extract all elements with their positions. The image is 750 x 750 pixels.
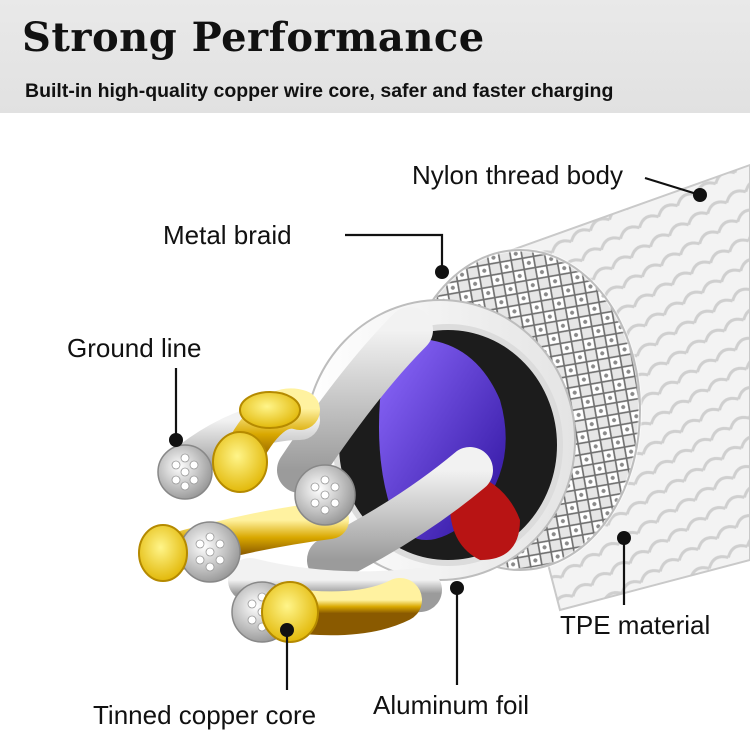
label-ground-line: Ground line (67, 333, 202, 363)
cable-cross-section-illustration (138, 163, 750, 690)
label-nylon-thread-body: Nylon thread body (412, 160, 624, 190)
callout-lines (174, 176, 701, 690)
label-tinned-copper-core: Tinned copper core (93, 700, 317, 730)
page-title: Strong Performance (22, 14, 485, 61)
label-metal-braid: Metal braid (163, 220, 292, 250)
callout-dots (169, 188, 707, 637)
header-banner: Strong Performance Built-in high-quality… (0, 0, 750, 113)
page-subtitle: Built-in high-quality copper wire core, … (25, 80, 614, 102)
gold-conductor-ends (138, 391, 319, 643)
label-tpe-material: TPE material (560, 610, 711, 640)
label-aluminum-foil: Aluminum foil (373, 690, 530, 720)
